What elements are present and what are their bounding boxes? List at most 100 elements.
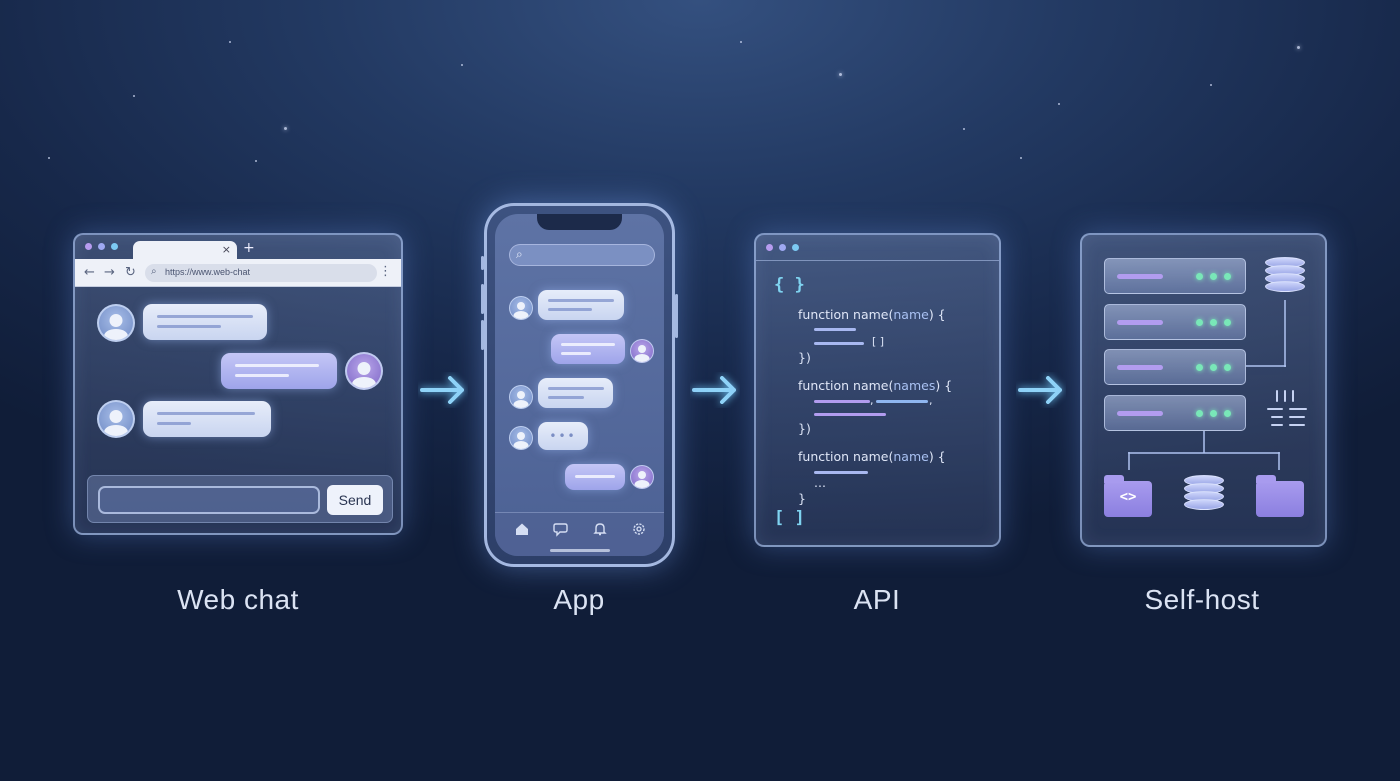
window-dot[interactable] [792, 244, 799, 251]
self-host-panel: <> [1080, 233, 1327, 547]
arrow-right-icon [420, 376, 464, 404]
chat-bubble-incoming [538, 290, 624, 320]
compose-bar: Send [87, 475, 393, 523]
home-indicator [550, 549, 610, 552]
avatar [97, 400, 135, 438]
home-icon[interactable] [514, 521, 530, 537]
avatar [630, 339, 654, 363]
code-signature: function name(name) { [798, 449, 946, 464]
app-tab-bar [495, 512, 664, 556]
close-icon[interactable]: × [221, 243, 231, 256]
browser-tab-bar: × + [75, 235, 401, 260]
code-inline: [ ] [872, 335, 885, 348]
avatar [509, 296, 533, 320]
server-unit [1104, 304, 1246, 340]
code-line [814, 400, 870, 403]
server-unit [1104, 349, 1246, 385]
connector-line [1128, 452, 1280, 454]
phone-side-button [675, 294, 678, 338]
avatar [630, 465, 654, 489]
star [1297, 46, 1300, 49]
chat-bubble-incoming [143, 401, 271, 437]
window-dot[interactable] [85, 243, 92, 250]
database-icon [1265, 257, 1305, 292]
star [1210, 84, 1212, 86]
caption-app: App [553, 584, 605, 615]
window-dot[interactable] [766, 244, 773, 251]
code-signature: function name(name) { [798, 307, 946, 322]
send-button[interactable]: Send [327, 485, 383, 515]
search-icon: ⌕ [151, 266, 157, 277]
url-text: https://www.web-chat [165, 267, 251, 277]
chat-icon[interactable] [553, 521, 570, 537]
window-dot[interactable] [111, 243, 118, 250]
avatar [97, 304, 135, 342]
arrow-right-icon [692, 376, 736, 404]
close-brace: [ ] [774, 508, 805, 528]
star [461, 64, 463, 66]
phone-side-button [481, 320, 484, 350]
chat-bubble-outgoing [551, 334, 625, 364]
phone-side-button [481, 256, 484, 270]
settings-icon[interactable] [631, 521, 647, 537]
typing-dots: ••• [549, 429, 577, 443]
code-inline: , [929, 394, 933, 407]
url-field[interactable]: ⌕ https://www.web-chat [145, 264, 377, 282]
bell-icon[interactable] [592, 521, 608, 537]
chat-bubble-incoming [143, 304, 267, 340]
star [839, 73, 842, 76]
forward-icon[interactable]: → [104, 265, 115, 280]
code-inline: ... [814, 475, 826, 490]
connector-line [1284, 300, 1286, 367]
web-chat-window: × + ← → ↻ ⌕ https://www.web-chat ⋮ [73, 233, 403, 535]
code-line [814, 342, 864, 345]
star [229, 41, 231, 43]
caption-self-host: Self-host [1144, 584, 1260, 615]
address-bar: ← → ↻ ⌕ https://www.web-chat ⋮ [75, 259, 401, 287]
connector-line [1128, 452, 1130, 470]
code-folder-icon: <> [1104, 475, 1152, 517]
arrow-right-icon [1018, 376, 1062, 404]
star [133, 95, 135, 97]
code-close: }) [798, 421, 811, 436]
code-line [876, 400, 928, 403]
window-titlebar [756, 235, 999, 261]
code-close: }) [798, 350, 811, 365]
chat-bubble-outgoing [221, 353, 337, 389]
window-controls [766, 244, 799, 251]
browser-tab[interactable]: × [133, 241, 237, 260]
star [284, 127, 287, 130]
caption-api: API [853, 584, 901, 615]
reload-icon[interactable]: ↻ [125, 265, 136, 280]
window-dot[interactable] [779, 244, 786, 251]
new-tab-icon[interactable]: + [243, 240, 255, 256]
avatar [509, 426, 533, 450]
code-close: } [798, 491, 806, 506]
message-input[interactable] [98, 486, 320, 514]
window-controls [85, 243, 118, 250]
avatar [509, 385, 533, 409]
search-input[interactable]: ⌕ [509, 244, 655, 266]
phone-device: ⌕ ••• [481, 203, 678, 567]
code-signature: function name(names) { [798, 378, 953, 393]
window-dot[interactable] [98, 243, 105, 250]
caption-web-chat: Web chat [177, 584, 299, 615]
connector-line [1203, 431, 1205, 453]
star [740, 41, 742, 43]
code-line [814, 413, 886, 416]
phone-notch [537, 214, 622, 230]
server-unit [1104, 258, 1246, 294]
equalizer-icon [1267, 390, 1307, 426]
star [963, 128, 965, 130]
back-icon[interactable]: ← [84, 265, 95, 280]
code-inline: , [870, 394, 874, 407]
open-brace: { } [774, 275, 805, 295]
connector-line [1278, 452, 1280, 470]
phone-side-button [481, 284, 484, 314]
code-line [814, 471, 868, 474]
folder-icon [1256, 475, 1304, 517]
api-window: { } function name(name) { [ ] }) functio… [754, 233, 1001, 547]
star [48, 157, 50, 159]
menu-icon[interactable]: ⋮ [379, 264, 392, 279]
avatar [345, 352, 383, 390]
